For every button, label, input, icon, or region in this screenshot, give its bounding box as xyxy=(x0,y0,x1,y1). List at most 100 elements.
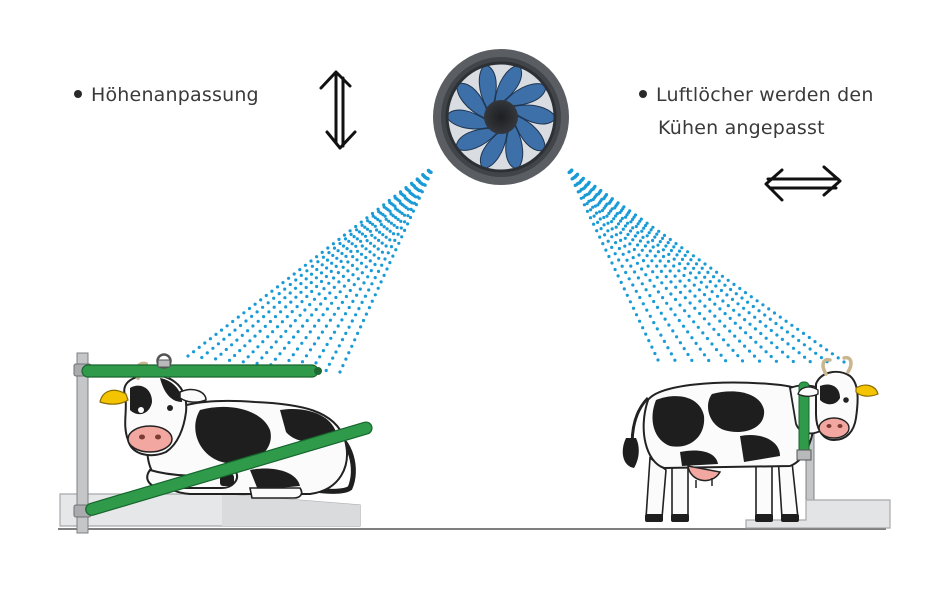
air-dot xyxy=(656,358,660,362)
air-dot xyxy=(625,293,629,297)
air-dot xyxy=(391,232,396,236)
standing-cow-stall xyxy=(622,355,891,529)
air-dot xyxy=(325,342,329,347)
air-dot xyxy=(650,345,654,349)
air-dot xyxy=(394,248,398,252)
air-dot xyxy=(360,223,364,227)
air-dot xyxy=(645,254,649,258)
air-dot xyxy=(738,286,742,291)
air-dot xyxy=(729,287,733,292)
air-dot xyxy=(380,241,384,245)
air-dot xyxy=(813,340,817,344)
air-dot xyxy=(796,327,800,331)
air-dot xyxy=(655,305,660,309)
air-dot xyxy=(294,278,298,282)
air-dot xyxy=(619,231,623,235)
air-dot xyxy=(594,211,599,215)
air-dot xyxy=(319,302,323,306)
air-dot xyxy=(262,315,266,319)
air-dot xyxy=(651,245,655,249)
air-dot xyxy=(697,258,701,262)
air-dot xyxy=(378,230,382,234)
air-dot xyxy=(332,312,336,316)
air-dot xyxy=(406,222,410,226)
air-dot xyxy=(392,223,396,227)
air-dot xyxy=(700,266,704,270)
air-dot xyxy=(709,266,713,270)
air-dot xyxy=(629,220,633,224)
air-dot xyxy=(736,354,740,358)
air-dot xyxy=(336,324,340,328)
air-dot xyxy=(721,338,726,342)
air-dot xyxy=(241,360,245,364)
air-dot xyxy=(263,324,267,328)
air-dot xyxy=(683,284,687,288)
air-dot xyxy=(328,318,332,322)
air-dot xyxy=(340,318,344,322)
air-dot xyxy=(715,294,720,298)
air-dot xyxy=(373,216,377,220)
air-dot xyxy=(340,338,345,342)
air-dot xyxy=(382,273,386,277)
air-dot xyxy=(389,212,393,216)
air-dot xyxy=(731,348,735,352)
air-dot xyxy=(791,334,795,338)
air-dot xyxy=(778,315,782,319)
air-dot xyxy=(694,276,698,280)
air-dot xyxy=(352,235,356,239)
air-dot xyxy=(347,305,351,310)
air-dot xyxy=(707,358,711,363)
air-dot xyxy=(775,333,779,337)
air-dot xyxy=(620,264,624,268)
air-dot xyxy=(598,217,602,221)
air-dot xyxy=(770,341,774,345)
air-dot xyxy=(359,325,363,329)
air-dot xyxy=(603,233,607,237)
air-dot xyxy=(339,259,343,263)
air-dot xyxy=(708,309,712,313)
air-dot xyxy=(377,256,381,260)
air-dot xyxy=(359,261,364,265)
air-dot xyxy=(381,233,385,237)
air-dot xyxy=(341,244,346,248)
air-dot xyxy=(644,332,648,336)
air-dot xyxy=(808,347,812,351)
air-dot xyxy=(755,299,759,303)
air-dot xyxy=(653,254,657,258)
air-dot xyxy=(231,319,235,324)
air-dot xyxy=(368,250,372,254)
air-dot xyxy=(350,242,354,246)
air-dot xyxy=(740,359,745,363)
air-dot xyxy=(743,344,747,348)
air-dot xyxy=(641,259,646,263)
air-dot xyxy=(774,321,778,326)
air-dot xyxy=(370,299,374,303)
air-dot xyxy=(243,344,247,348)
air-dot xyxy=(701,331,705,335)
air-dot xyxy=(343,312,348,316)
air-dot xyxy=(381,213,385,217)
air-dot xyxy=(593,204,598,208)
air-dot xyxy=(678,341,683,345)
air-dot xyxy=(801,331,806,335)
air-dot xyxy=(383,257,387,261)
air-dot xyxy=(338,241,342,246)
air-dot xyxy=(266,335,270,339)
air-dot xyxy=(751,304,755,309)
air-dot xyxy=(349,249,353,253)
air-dot xyxy=(251,324,255,328)
air-dot xyxy=(300,300,304,304)
air-dot xyxy=(360,271,364,275)
air-dot xyxy=(203,341,207,345)
air-dot xyxy=(319,271,324,275)
air-dot xyxy=(714,284,718,288)
air-dot xyxy=(369,241,373,245)
air-dot xyxy=(385,227,389,231)
air-dot xyxy=(238,323,243,328)
air-dot xyxy=(614,233,619,237)
air-dot xyxy=(423,183,427,187)
air-dot xyxy=(662,233,667,237)
air-dot xyxy=(668,269,672,273)
air-dot xyxy=(353,338,357,342)
air-holes-text-line1: Luftlöcher werden den xyxy=(656,84,874,106)
